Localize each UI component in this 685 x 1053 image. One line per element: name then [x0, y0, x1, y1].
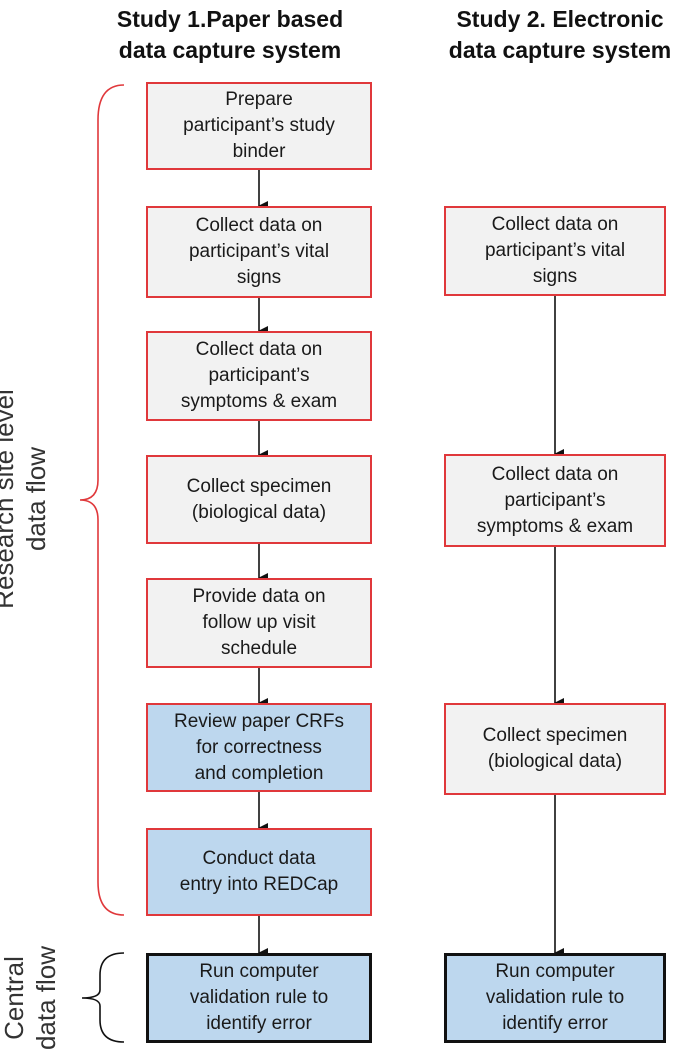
research-site-bracket [79, 84, 125, 916]
study1-collect-specimen-box: Collect specimen (biological data) [146, 455, 372, 544]
study2-collect-specimen-box: Collect specimen (biological data) [444, 703, 666, 795]
study1-prepare-binder-box: Prepare participant’s study binder [146, 82, 372, 170]
study1-vital-signs-box: Collect data on participant’s vital sign… [146, 206, 372, 298]
study2-vital-signs-box: Collect data on participant’s vital sign… [444, 206, 666, 296]
study1-follow-up-schedule-box: Provide data on follow up visit schedule [146, 578, 372, 668]
study1-data-entry-box: Conduct data entry into REDCap [146, 828, 372, 916]
study1-symptoms-exam-box: Collect data on participant’s symptoms &… [146, 331, 372, 421]
study2-heading: Study 2. Electronic data capture system [448, 6, 672, 63]
study2-validation-rule-box: Run computer validation rule to identify… [444, 953, 666, 1043]
study1-heading: Study 1.Paper based data capture system [116, 6, 344, 63]
study1-validation-rule-box: Run computer validation rule to identify… [146, 953, 372, 1043]
study2-symptoms-exam-box: Collect data on participant’s symptoms &… [444, 454, 666, 547]
central-bracket [81, 952, 125, 1043]
study1-review-crfs-box: Review paper CRFs for correctness and co… [146, 703, 372, 792]
